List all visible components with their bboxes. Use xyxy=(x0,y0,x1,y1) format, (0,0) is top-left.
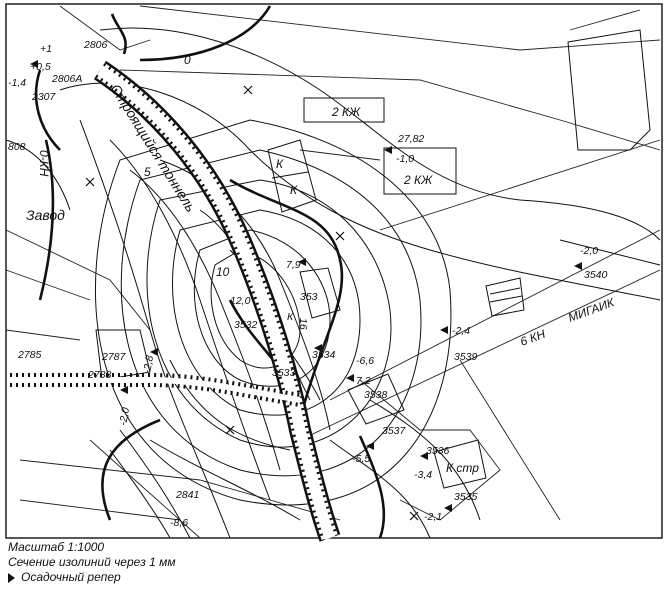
label-3532: 3532 xyxy=(234,319,258,331)
label-3533: 3533 xyxy=(272,367,296,379)
label-2kzh-right: 2 КЖ xyxy=(403,173,433,187)
label-value-72: 7,2 xyxy=(356,375,371,387)
label-value-m21: -2,1 xyxy=(424,511,442,523)
label-3538: 3538 xyxy=(364,389,388,401)
benchmark-marker-icon xyxy=(8,572,15,583)
building-2kzh-top xyxy=(303,97,385,123)
legend-scale: Масштаб 1:1000 xyxy=(8,540,105,554)
label-2806a: 2806А xyxy=(51,73,82,85)
label-value-m28: -2,8 xyxy=(141,354,156,374)
property-lines xyxy=(5,5,661,539)
label-2788: 2788 xyxy=(87,369,112,381)
buildings xyxy=(95,29,651,489)
label-k2: К xyxy=(290,183,298,197)
label-kstr: К стр xyxy=(446,461,479,475)
label-value-2782: 27,82 xyxy=(397,133,424,145)
label-contour-10: 10 xyxy=(216,265,230,279)
label-2787: 2787 xyxy=(101,351,127,363)
tunnel xyxy=(10,60,341,542)
building-353 xyxy=(299,267,341,319)
label-3540: 3540 xyxy=(584,269,608,281)
label-value-m34: -3,4 xyxy=(414,469,432,481)
label-value-120: 12,0 xyxy=(230,295,251,307)
label-value-m66: -6,6 xyxy=(356,355,374,367)
label-2806: 2806 xyxy=(83,39,108,51)
label-factory: Завод xyxy=(26,207,65,223)
label-3536: 3536 xyxy=(426,445,450,457)
label-808: 808 xyxy=(8,141,26,153)
label-k1: К xyxy=(276,157,284,171)
label-value-m14: -1,4 xyxy=(8,77,26,89)
contour-map: Строящийся тоннель Завод 2 КЖ 2 КЖ К К К… xyxy=(5,3,663,542)
building-small xyxy=(485,277,525,317)
label-353: 353 xyxy=(300,291,318,303)
building-k xyxy=(267,139,317,213)
label-value-m10: -1,0 xyxy=(396,153,414,165)
label-2kzh-top: 2 КЖ xyxy=(331,105,361,119)
benchmarks xyxy=(30,60,582,512)
building-kstr xyxy=(433,439,487,489)
label-value-p1: +1 xyxy=(40,43,52,55)
label-value-p05: +0,5 xyxy=(30,61,51,73)
thick-ne-stub xyxy=(110,13,127,55)
label-contour-0: 0 xyxy=(184,53,191,67)
label-3537: 3537 xyxy=(382,425,407,437)
label-value-m55: -5,5 xyxy=(352,453,370,465)
crosses xyxy=(85,85,419,521)
legend-contour-interval: Сечение изолиний через 1 мм xyxy=(8,555,176,569)
label-value-16: 16 xyxy=(297,318,309,330)
label-value-m24: -2,4 xyxy=(452,325,470,337)
label-2841: 2841 xyxy=(175,489,199,501)
label-contour-5: 5 xyxy=(144,165,151,179)
label-value-79: 7,9 xyxy=(286,259,301,271)
label-value-m20b: -2,0 xyxy=(117,406,132,426)
label-value-m20a: -2,0 xyxy=(580,245,598,257)
label-3534: 3534 xyxy=(312,349,336,361)
legend-benchmark: Осадочный репер xyxy=(21,570,121,584)
building-2kzh-right xyxy=(383,147,457,195)
label-migaik: МИГАИК xyxy=(566,295,617,325)
label-3539: 3539 xyxy=(454,351,478,363)
label-2785: 2785 xyxy=(17,349,42,361)
map-legend: Масштаб 1:1000 Сечение изолиний через 1 … xyxy=(8,540,176,585)
map-border xyxy=(5,3,663,539)
label-kn-left: 0-КН xyxy=(37,150,51,177)
label-2307: 2307 xyxy=(31,91,57,103)
label-3535: 3535 xyxy=(454,491,478,503)
label-k-center: К xyxy=(287,311,294,323)
building-ne xyxy=(567,29,651,151)
legend-benchmark-row: Осадочный репер xyxy=(8,570,176,585)
thick-lines xyxy=(34,5,386,539)
label-kn-right: 6 КН xyxy=(518,327,547,349)
label-value-m86: -8,6 xyxy=(170,517,188,529)
